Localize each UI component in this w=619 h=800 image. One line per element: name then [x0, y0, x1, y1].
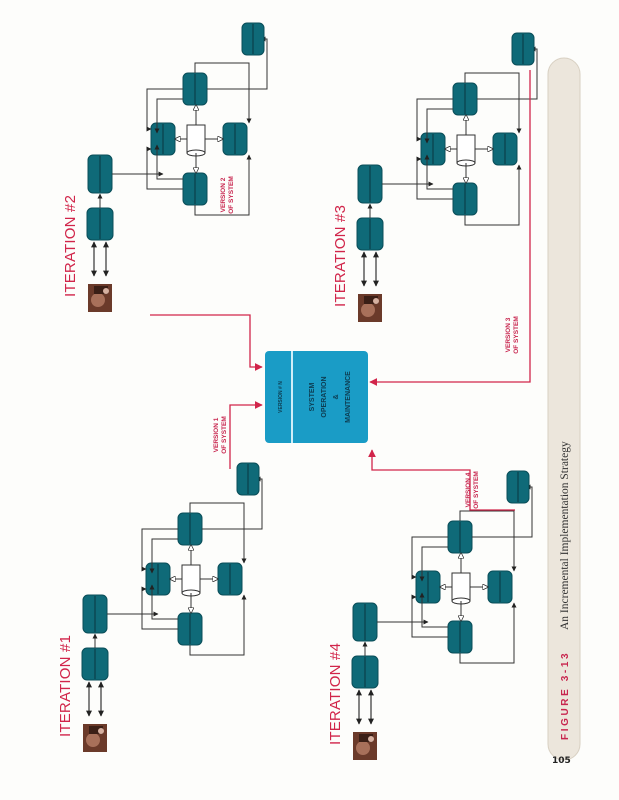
- version-2-label-line-2: OF SYSTEM: [228, 176, 235, 214]
- process-box: [150, 122, 176, 156]
- loop-arrow: [416, 98, 453, 142]
- version-2-label-line-1: VERSION 2: [220, 177, 227, 212]
- process-box: [447, 620, 473, 654]
- iteration-4: ITERATION #4: [327, 470, 533, 760]
- caption-bar: FIGURE 3-13 An Incremental Implementatio…: [547, 57, 581, 761]
- version-4-label-line-1: VERSION 4: [465, 472, 472, 507]
- process-box: [452, 182, 478, 216]
- process-box: [81, 647, 109, 681]
- version-4-label-line-2: OF SYSTEM: [473, 471, 480, 509]
- loop-arrow: [146, 146, 183, 190]
- cylinder-data-store-icon: [451, 572, 471, 605]
- figure-title: An Incremental Implementation Strategy: [559, 441, 571, 630]
- process-box: [356, 217, 384, 251]
- process-box: [492, 132, 518, 166]
- process-box: [177, 512, 203, 546]
- loop-arrow: [459, 602, 517, 664]
- iteration-2: ITERATION #2: [62, 22, 268, 312]
- loop-arrow: [424, 154, 453, 190]
- process-box: [511, 32, 535, 66]
- loop-arrow: [464, 72, 522, 134]
- process-box: [447, 520, 473, 554]
- version-2-arrow: [150, 314, 263, 371]
- version-4-arrow: [368, 449, 515, 511]
- process-box: [357, 164, 383, 204]
- loop-arrow: [154, 144, 183, 180]
- figure-label: FIGURE 3-13: [560, 651, 571, 740]
- version-1-arrow: [229, 401, 263, 469]
- iteration-3: ITERATION #3: [332, 32, 538, 322]
- process-box: [222, 122, 248, 156]
- loop-arrow: [149, 538, 178, 574]
- process-box: [452, 82, 478, 116]
- user-photo-icon: [88, 284, 112, 312]
- loop-arrow: [464, 164, 522, 226]
- loop-arrow: [141, 586, 178, 630]
- cylinder-data-store-icon: [456, 134, 476, 167]
- cylinder-data-store-icon: [186, 124, 206, 157]
- process-box: [487, 570, 513, 604]
- process-box: [241, 22, 265, 56]
- process-box: [87, 154, 113, 194]
- process-box: [506, 470, 530, 504]
- process-box: [415, 570, 441, 604]
- version-1-label-line-2: OF SYSTEM: [221, 416, 228, 454]
- loop-arrow: [424, 108, 453, 144]
- version-3-arrow: [369, 70, 531, 386]
- loop-arrow: [419, 546, 448, 582]
- process-box: [86, 207, 114, 241]
- iteration-1: ITERATION #1: [57, 462, 263, 752]
- loop-arrow: [189, 594, 247, 656]
- loop-arrow: [411, 594, 448, 638]
- loop-arrow: [141, 528, 178, 572]
- system-operation-box: VERSION # N SYSTEM OPERATION & MAINTENAN…: [265, 351, 368, 443]
- process-box: [182, 172, 208, 206]
- process-box: [351, 655, 379, 689]
- version-3-label-line-2: OF SYSTEM: [513, 316, 520, 354]
- process-box: [217, 562, 243, 596]
- cylinder-data-store-icon: [181, 564, 201, 597]
- iteration-title: ITERATION #3: [332, 205, 349, 307]
- loop-arrow: [194, 154, 252, 216]
- center-box-header: VERSION # N: [278, 381, 284, 413]
- loop-arrow: [189, 502, 247, 564]
- center-box-line-4: MAINTENANCE: [345, 371, 352, 423]
- loop-arrow: [419, 592, 448, 628]
- version-3-label-line-1: VERSION 3: [505, 317, 512, 352]
- user-photo-icon: [353, 732, 377, 760]
- loop-arrow: [416, 156, 453, 200]
- loop-arrow: [411, 536, 448, 580]
- process-box: [145, 562, 171, 596]
- version-1-label-line-1: VERSION 1: [213, 417, 220, 452]
- iteration-title: ITERATION #2: [62, 195, 79, 297]
- user-photo-icon: [358, 294, 382, 322]
- iteration-title: ITERATION #1: [57, 635, 74, 737]
- center-box-line-3: &: [333, 394, 340, 399]
- center-box-line-2: OPERATION: [321, 376, 328, 417]
- process-box: [352, 602, 378, 642]
- iteration-title: ITERATION #4: [327, 643, 344, 745]
- loop-arrow: [154, 98, 183, 134]
- process-box: [177, 612, 203, 646]
- page-number: 105: [552, 756, 571, 766]
- loop-arrow: [194, 62, 252, 124]
- process-box: [182, 72, 208, 106]
- process-box: [236, 462, 260, 496]
- process-box: [420, 132, 446, 166]
- loop-arrow: [459, 510, 517, 572]
- loop-arrow: [149, 584, 178, 620]
- process-box: [82, 594, 108, 634]
- center-box-line-1: SYSTEM: [309, 382, 316, 411]
- user-photo-icon: [83, 724, 107, 752]
- loop-arrow: [146, 88, 183, 132]
